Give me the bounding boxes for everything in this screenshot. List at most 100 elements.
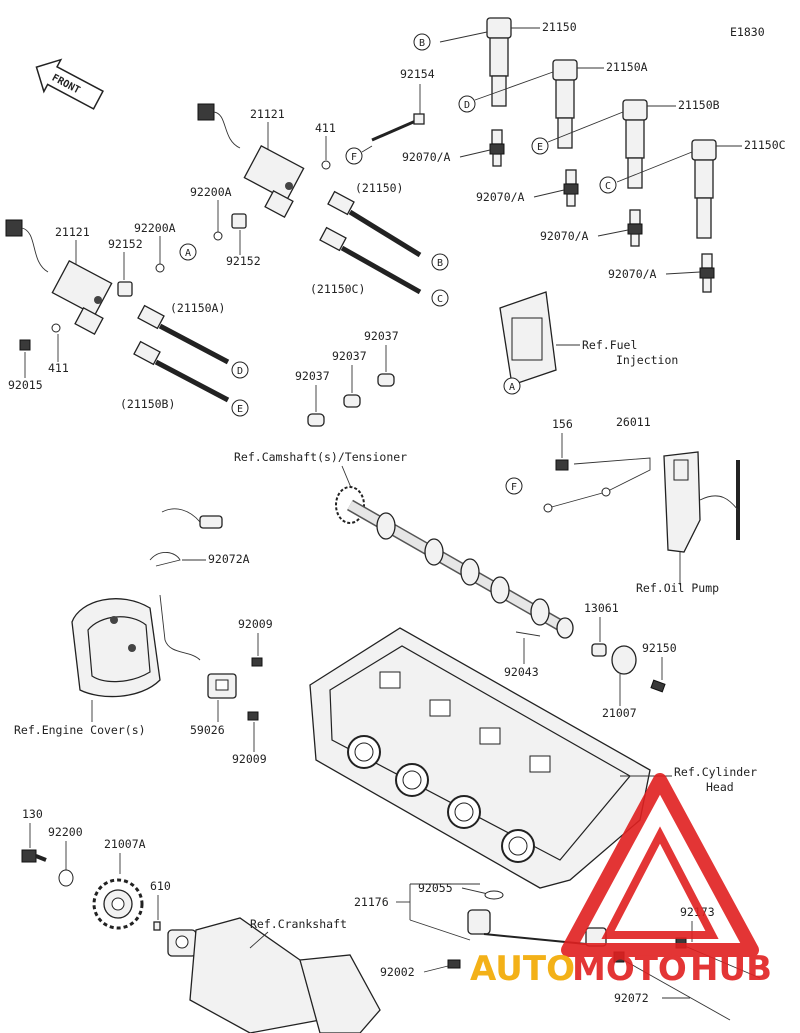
label-21121-upper: 21121 bbox=[250, 107, 285, 121]
connector-B-top: B bbox=[413, 33, 431, 51]
bolt-156 bbox=[555, 459, 569, 471]
spark-plug-1 bbox=[489, 129, 505, 167]
coil-tube-21150C bbox=[319, 226, 422, 295]
front-arrow: FRONT bbox=[35, 58, 104, 110]
bolt-92150 bbox=[650, 679, 666, 693]
spacer-92152-right bbox=[231, 213, 247, 229]
label-21150B: 21150B bbox=[678, 98, 720, 112]
connector-C-mid: C bbox=[431, 289, 449, 307]
spark-plug-cap-21150 bbox=[439, 17, 540, 107]
label-21121-lower: 21121 bbox=[55, 225, 90, 239]
clamp-92072A bbox=[149, 552, 181, 567]
label-92070A-4: 92070/A bbox=[608, 267, 657, 281]
label-92152-left: 92152 bbox=[108, 237, 143, 251]
label-156: 156 bbox=[552, 417, 573, 431]
spark-plug-2 bbox=[563, 169, 579, 207]
bolt-92002 bbox=[447, 959, 461, 969]
svg-text:A: A bbox=[185, 248, 191, 259]
spark-plug-3 bbox=[627, 209, 643, 247]
label-21150C-paren: (21150C) bbox=[310, 282, 365, 296]
spark-plug-4 bbox=[699, 253, 715, 293]
connector-A-mid: A bbox=[179, 243, 197, 261]
coil-tube-21150B bbox=[133, 340, 230, 403]
washer-92200 bbox=[58, 869, 74, 887]
label-92200: 92200 bbox=[48, 825, 83, 839]
label-411-lower: 411 bbox=[48, 361, 69, 375]
svg-text:B: B bbox=[419, 38, 425, 49]
sensor-26011 bbox=[543, 457, 651, 513]
svg-text:E: E bbox=[237, 404, 243, 415]
svg-text:D: D bbox=[464, 100, 470, 111]
spark-plug-cap-21150A bbox=[474, 59, 604, 149]
plug-13061 bbox=[591, 643, 607, 657]
ref-camshaft: Ref.Camshaft(s)/Tensioner bbox=[234, 450, 407, 464]
ref-engine-cover: Ref.Engine Cover(s) bbox=[14, 723, 146, 737]
ignition-coil-lower bbox=[5, 219, 113, 335]
label-610: 610 bbox=[150, 879, 171, 893]
connector-F-lower: F bbox=[505, 477, 523, 495]
label-92015: 92015 bbox=[8, 378, 43, 392]
coil-tube-21150A bbox=[137, 304, 230, 365]
label-92072: 92072 bbox=[614, 991, 649, 1005]
svg-text:F: F bbox=[511, 482, 517, 493]
connector-D-mid: D bbox=[231, 361, 249, 379]
label-21176: 21176 bbox=[354, 895, 389, 909]
ref-crankshaft: Ref.Crankshaft bbox=[250, 917, 347, 931]
label-92037-3: 92037 bbox=[295, 369, 330, 383]
svg-text:F: F bbox=[351, 152, 357, 163]
screw-92009-upper bbox=[251, 657, 263, 667]
cylinder-head bbox=[309, 627, 651, 889]
connector-C-top: C bbox=[599, 176, 617, 194]
ref-oil-pump: Ref.Oil Pump bbox=[636, 581, 719, 595]
bolt-92154 bbox=[371, 113, 425, 142]
diagram-code: E1830 bbox=[730, 25, 765, 39]
svg-text:E: E bbox=[537, 142, 543, 153]
o-ring-92055 bbox=[484, 890, 504, 900]
clamp-92037-1 bbox=[377, 373, 395, 387]
bolt-130 bbox=[21, 849, 47, 863]
crankshaft bbox=[167, 917, 381, 1033]
label-92072A: 92072A bbox=[208, 552, 250, 566]
connector-D-top: D bbox=[458, 95, 476, 113]
label-92055: 92055 bbox=[418, 881, 453, 895]
label-13061: 13061 bbox=[584, 601, 619, 615]
label-92009-lower: 92009 bbox=[232, 752, 267, 766]
label-92150: 92150 bbox=[642, 641, 677, 655]
watermark-part3: HUB bbox=[690, 949, 772, 989]
label-21150A: 21150A bbox=[606, 60, 648, 74]
ref-cylinder-head-line2: Head bbox=[706, 780, 734, 794]
label-92200A-lower: 92200A bbox=[134, 221, 176, 235]
ref-cylinder-head-line1: Ref.Cylinder bbox=[674, 765, 757, 779]
engine-cover bbox=[71, 598, 161, 698]
spacer-92152-left bbox=[117, 281, 133, 297]
label-21150: 21150 bbox=[542, 20, 577, 34]
label-21150A-paren: (21150A) bbox=[170, 301, 225, 315]
watermark-part1: AUTO bbox=[470, 949, 575, 989]
connector-E-top: E bbox=[531, 137, 549, 155]
label-26011: 26011 bbox=[616, 415, 651, 429]
label-59026: 59026 bbox=[190, 723, 225, 737]
connector-F-upper: F bbox=[345, 147, 363, 165]
label-21150-paren: (21150) bbox=[355, 181, 403, 195]
svg-text:C: C bbox=[605, 181, 611, 192]
clamp-92037-2 bbox=[343, 394, 361, 408]
clamp-92037-3 bbox=[307, 413, 325, 427]
camshaft bbox=[335, 486, 574, 639]
nut-92015 bbox=[19, 339, 31, 351]
label-411-upper: 411 bbox=[315, 121, 336, 135]
label-21150C: 21150C bbox=[744, 138, 786, 152]
svg-text:A: A bbox=[509, 382, 515, 393]
svg-text:D: D bbox=[237, 366, 243, 377]
label-92043: 92043 bbox=[504, 665, 539, 679]
watermark-logo: AUTO MOTO HUB bbox=[470, 773, 772, 989]
connector-B-mid: B bbox=[431, 253, 449, 271]
label-92070A-1: 92070/A bbox=[402, 150, 451, 164]
ignition-coil-upper bbox=[197, 103, 305, 218]
connector-E-mid: E bbox=[231, 399, 249, 417]
label-92070A-2: 92070/A bbox=[476, 190, 525, 204]
timing-rotor-21007A bbox=[92, 878, 144, 930]
label-92009-upper: 92009 bbox=[238, 617, 273, 631]
label-130: 130 bbox=[22, 807, 43, 821]
ref-fuel-injection-line2: Injection bbox=[616, 353, 678, 367]
